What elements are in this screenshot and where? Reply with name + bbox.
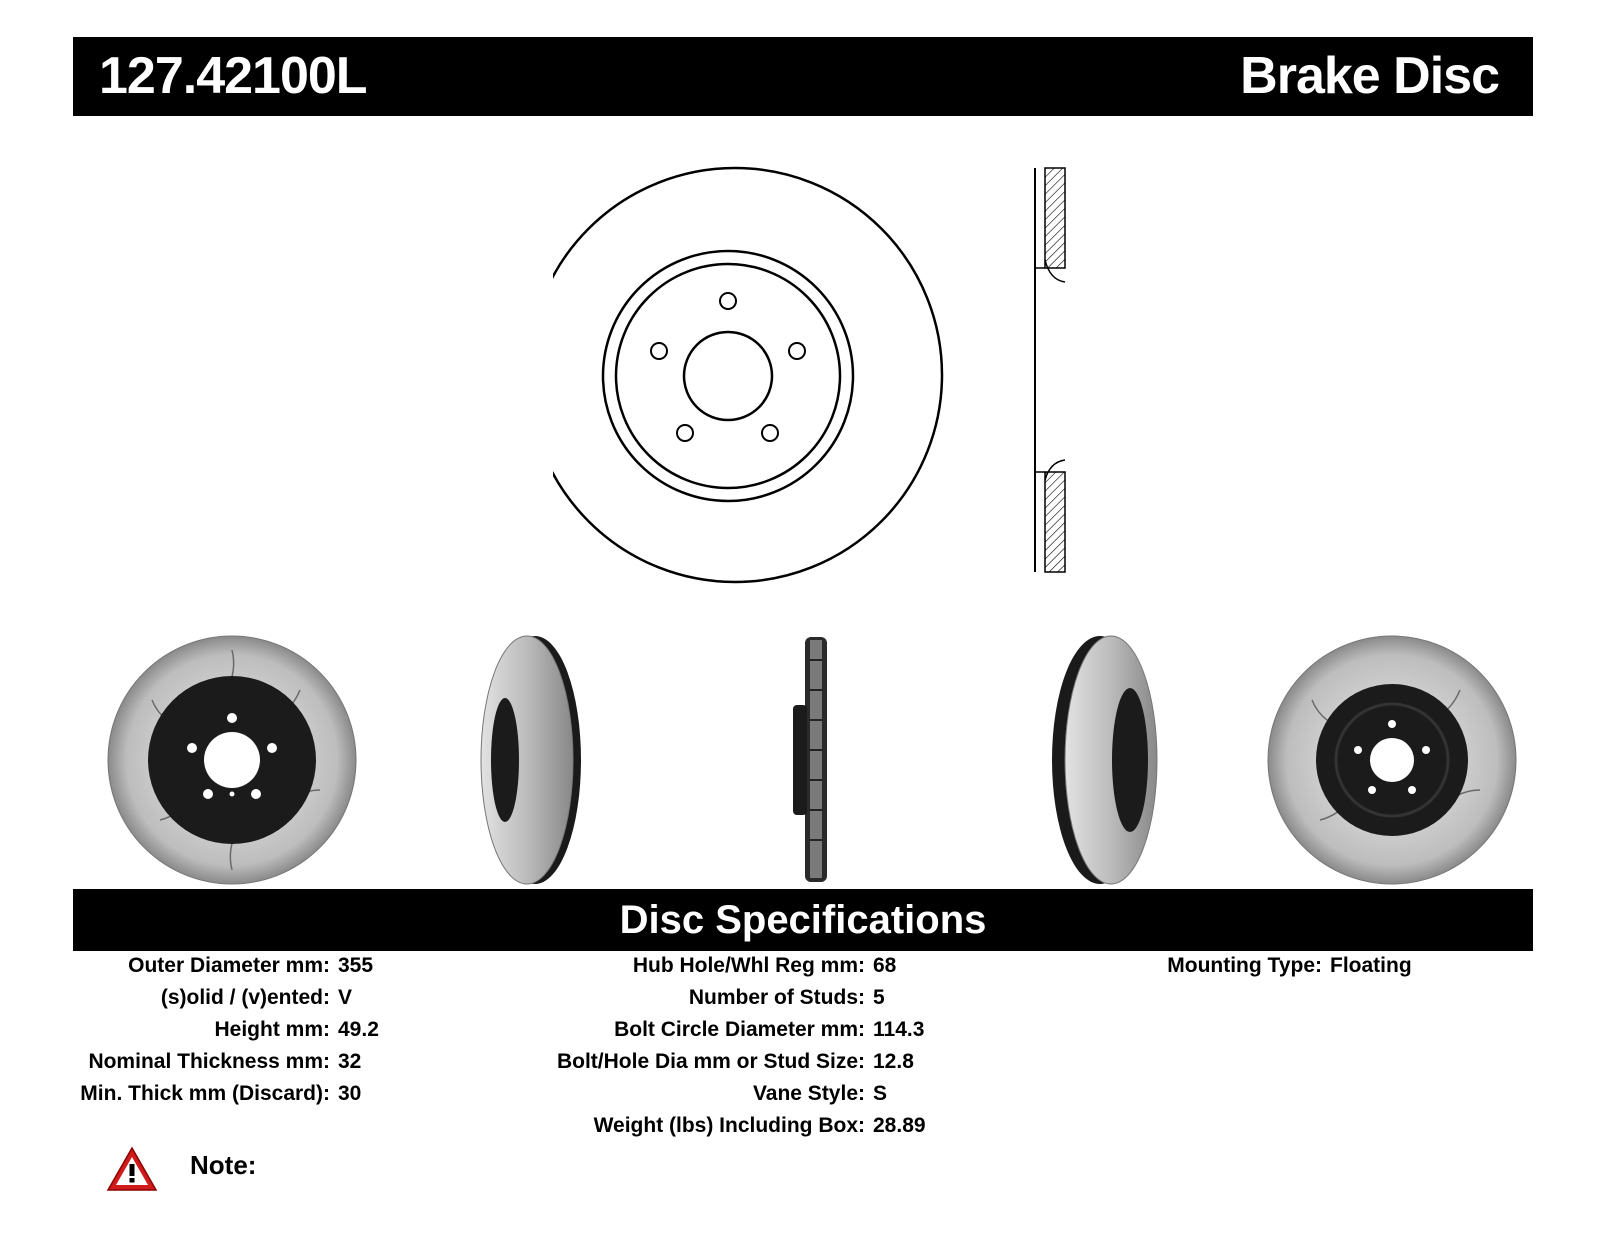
spec-label: Height mm:	[214, 1018, 331, 1041]
spec-label: Number of Studs:	[688, 986, 865, 1009]
spec-value: S	[873, 1082, 888, 1105]
spec-value: 5	[873, 986, 885, 1009]
spec-value: 32	[338, 1050, 362, 1073]
spec-row: (s)olid / (v)ented: V	[0, 986, 352, 1018]
disc-photo-edge	[793, 637, 827, 882]
spec-label: Bolt/Hole Dia mm or Stud Size:	[556, 1050, 865, 1073]
disc-photo-front	[107, 635, 357, 885]
spec-value: 114.3	[873, 1018, 925, 1041]
disc-photo-back	[1267, 635, 1517, 885]
spec-value: V	[338, 986, 353, 1009]
spec-label: Outer Diameter mm:	[128, 954, 330, 977]
spec-label: Vane Style:	[752, 1082, 865, 1105]
spec-row: Min. Thick mm (Discard): 30	[0, 1082, 361, 1114]
warning-triangle-icon	[106, 1146, 158, 1191]
spec-value: 49.2	[338, 1018, 379, 1041]
spec-column-3: Mounting Type: Floating	[0, 954, 1411, 986]
disc-photo-angled-left	[480, 635, 581, 885]
spec-value: 68	[873, 954, 897, 977]
spec-row: Bolt/Hole Dia mm or Stud Size: 12.8	[0, 1050, 914, 1082]
note-label: Note:	[190, 1150, 257, 1180]
spec-row: Vane Style: S	[0, 1082, 887, 1114]
spec-value: Floating	[1330, 954, 1412, 977]
spec-value: 28.89	[873, 1114, 926, 1137]
spec-label: Min. Thick mm (Discard):	[80, 1082, 330, 1105]
spec-value: 355	[338, 954, 374, 977]
spec-row: Nominal Thickness mm: 32	[0, 1050, 361, 1082]
spec-label: Weight (lbs) Including Box:	[593, 1114, 865, 1137]
spec-value: 12.8	[873, 1050, 914, 1073]
header-bar: 127.42100L Brake Disc	[73, 37, 1533, 116]
disc-photo-angled-right	[1052, 635, 1158, 885]
specifications-title: Disc Specifications	[619, 898, 987, 942]
spec-row: Hub Hole/Whl Reg mm: 68	[0, 954, 897, 986]
spec-row: Height mm: 49.2	[0, 1018, 379, 1050]
spec-label: Nominal Thickness mm:	[88, 1050, 330, 1073]
spec-label: Bolt Circle Diameter mm:	[614, 1018, 865, 1041]
side-section-drawing	[1034, 167, 1066, 573]
document-title: Brake Disc	[1240, 47, 1500, 105]
spec-column-1: Outer Diameter mm: 355 (s)olid / (v)ented:…	[0, 954, 379, 1114]
spec-label: Mounting Type:	[1167, 954, 1322, 977]
spec-label: (s)olid / (v)ented:	[160, 986, 330, 1009]
spec-row: Outer Diameter mm: 355	[0, 954, 373, 986]
spec-row: Bolt Circle Diameter mm: 114.3	[0, 1018, 924, 1050]
spec-row: Number of Studs: 5	[0, 986, 885, 1018]
spec-value: 30	[338, 1082, 362, 1105]
front-view-drawing	[553, 166, 944, 584]
spec-label: Hub Hole/Whl Reg mm:	[632, 954, 865, 977]
specifications-bar: Disc Specifications	[73, 889, 1533, 951]
spec-row: Mounting Type: Floating	[0, 954, 1411, 986]
spec-row: Weight (lbs) Including Box: 28.89	[0, 1114, 926, 1146]
part-number: 127.42100L	[99, 47, 368, 105]
